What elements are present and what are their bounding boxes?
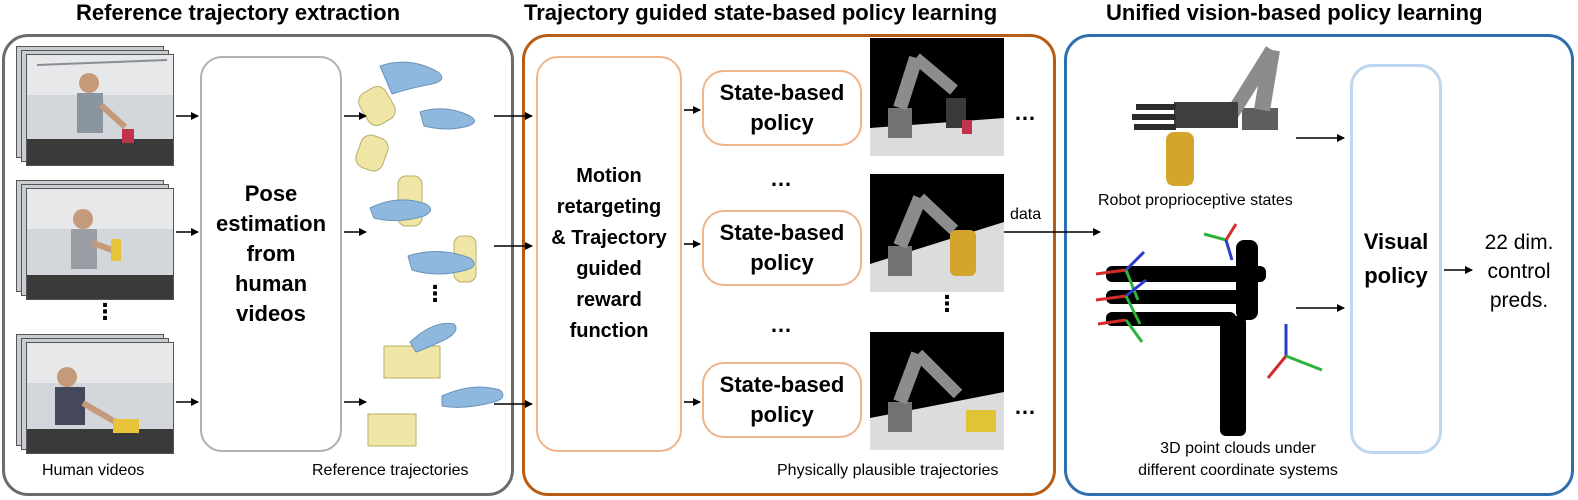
reference-trajectories-caption: Reference trajectories — [312, 462, 469, 479]
human-videos-ellipsis: ⋮ — [94, 299, 116, 324]
motion-retargeting-label: Motion retargeting & Trajectory guided r… — [551, 165, 667, 342]
visual-policy-label: Visual policy — [1363, 229, 1429, 288]
state-policy-box-3: State-based policy — [702, 362, 862, 438]
visual-policy-box: Visual policy — [1350, 64, 1442, 454]
motion-retargeting-box: Motion retargeting & Trajectory guided r… — [536, 56, 682, 452]
vision-learning-title: Unified vision-based policy learning — [1106, 0, 1483, 25]
simulation-render-3 — [870, 332, 1004, 450]
state-policy-label: State-based policy — [719, 220, 845, 275]
robot-proprioception-illustration — [1132, 46, 1280, 186]
vision-learning-panel — [1064, 34, 1574, 496]
human-videos-caption: Human videos — [42, 462, 145, 479]
human-video-frame — [26, 188, 174, 300]
human-video-frame — [26, 54, 174, 166]
render-ellipsis: … — [1014, 394, 1038, 419]
hand-object-pair-3 — [367, 322, 504, 447]
state-policy-label: State-based policy — [719, 80, 845, 135]
extraction-panel — [2, 34, 514, 496]
state-policy-box-1: State-based policy — [702, 70, 862, 146]
data-label: data — [1010, 206, 1042, 223]
state-learning-panel — [522, 34, 1056, 496]
policies-ellipsis: … — [770, 166, 794, 191]
hand-object-pair-2 — [369, 175, 477, 283]
reference-trajectories-ellipsis: ⋮ — [424, 281, 446, 306]
state-policy-label: State-based policy — [719, 372, 845, 427]
hand-object-pair-1 — [355, 61, 475, 172]
control-output-label: 22 dim. control preds. — [1484, 231, 1554, 312]
simulation-render-2 — [870, 174, 1004, 292]
pose-estimation-box: Pose estimation from human videos — [200, 56, 342, 452]
proprioceptive-caption: Robot proprioceptive states — [1098, 192, 1293, 209]
simulation-render-1 — [870, 38, 1004, 156]
pose-estimation-label: Pose estimation from human videos — [216, 181, 327, 326]
point-cloud-caption: 3D point clouds under different coordina… — [1138, 440, 1338, 479]
reference-trajectories-illustration — [355, 61, 504, 447]
point-cloud-illustration — [1095, 223, 1323, 436]
human-video-frame — [26, 342, 174, 454]
extraction-title: Reference trajectory extraction — [76, 0, 401, 25]
state-learning-title: Trajectory guided state-based policy lea… — [524, 0, 998, 25]
render-vertical-ellipsis: ⋮ — [936, 291, 958, 316]
state-policy-box-2: State-based policy — [702, 210, 862, 286]
plausible-trajectories-caption: Physically plausible trajectories — [777, 462, 999, 479]
render-ellipsis: … — [1014, 100, 1038, 125]
policies-ellipsis: … — [770, 312, 794, 337]
